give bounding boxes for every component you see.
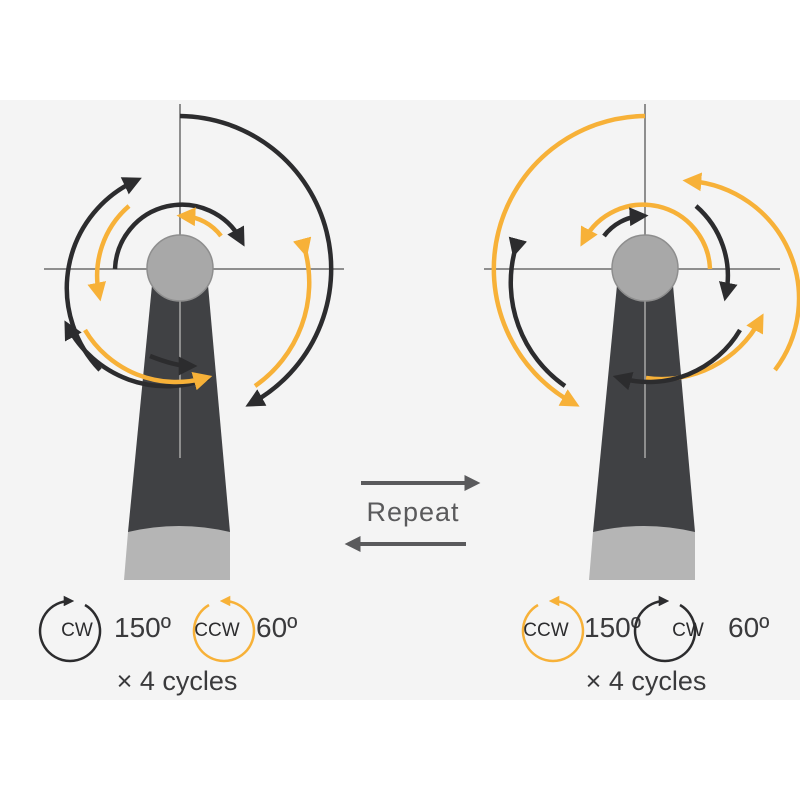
- right-rotation-hub: [611, 234, 679, 302]
- right-cw-badge-icon: [633, 595, 697, 663]
- left-shaft-dark-arrow-icon: [149, 353, 198, 376]
- left-ccw-badge-icon: [192, 595, 256, 663]
- left-inner-dark-arc-icon: [112, 202, 245, 270]
- repeat-indicator: Repeat: [344, 475, 481, 552]
- left-orange-arc-icon: [87, 204, 131, 302]
- left-ccw-arc-icon: [253, 236, 312, 388]
- repeat-label: Repeat: [366, 497, 459, 527]
- right-rotation-arrows: [491, 113, 800, 407]
- left-step2-angle: 60º: [256, 612, 297, 643]
- left-cycles-label: × 4 cycles: [117, 666, 238, 696]
- left-inner-orange-arc-icon: [176, 207, 223, 238]
- left-step1-direction: CW: [61, 620, 93, 641]
- right-step2-direction: CW: [672, 620, 704, 641]
- right-instrument: [484, 104, 780, 580]
- right-dark-left-arc-icon: [508, 236, 567, 388]
- right-legend: CCW 150º CW 60º × 4 cycles: [521, 595, 769, 696]
- right-inner-dark-arc-icon: [602, 207, 649, 238]
- right-dark-lower-arc-icon: [612, 328, 742, 391]
- right-outer-ccw-arc-icon: [491, 113, 646, 407]
- left-instrument: [44, 104, 344, 580]
- right-step1-angle: 150º: [584, 612, 641, 643]
- left-rotation-hub: [146, 234, 214, 302]
- right-instrument-tip: [589, 526, 695, 580]
- left-rotation-arrows: [64, 113, 334, 407]
- left-cw-badge-icon: [38, 595, 102, 663]
- left-outer-cw-arc-icon: [179, 113, 334, 407]
- left-instrument-tip: [124, 526, 230, 580]
- left-dark-arc-lower-icon: [64, 320, 210, 389]
- left-step2-direction: CCW: [194, 620, 239, 641]
- right-step1-direction: CCW: [523, 620, 568, 641]
- right-dark-arc-icon: [694, 204, 738, 302]
- left-step1-angle: 150º: [114, 612, 171, 643]
- right-orange-arc-upper-icon: [682, 172, 800, 372]
- right-inner-orange-arc-icon: [580, 202, 713, 270]
- right-step2-angle: 60º: [728, 612, 769, 643]
- left-legend: CW 150º CCW 60º × 4 cycles: [38, 595, 297, 696]
- left-orange-lower-arc-icon: [83, 328, 213, 391]
- right-ccw-badge-icon: [521, 595, 585, 663]
- right-cycles-label: × 4 cycles: [586, 666, 707, 696]
